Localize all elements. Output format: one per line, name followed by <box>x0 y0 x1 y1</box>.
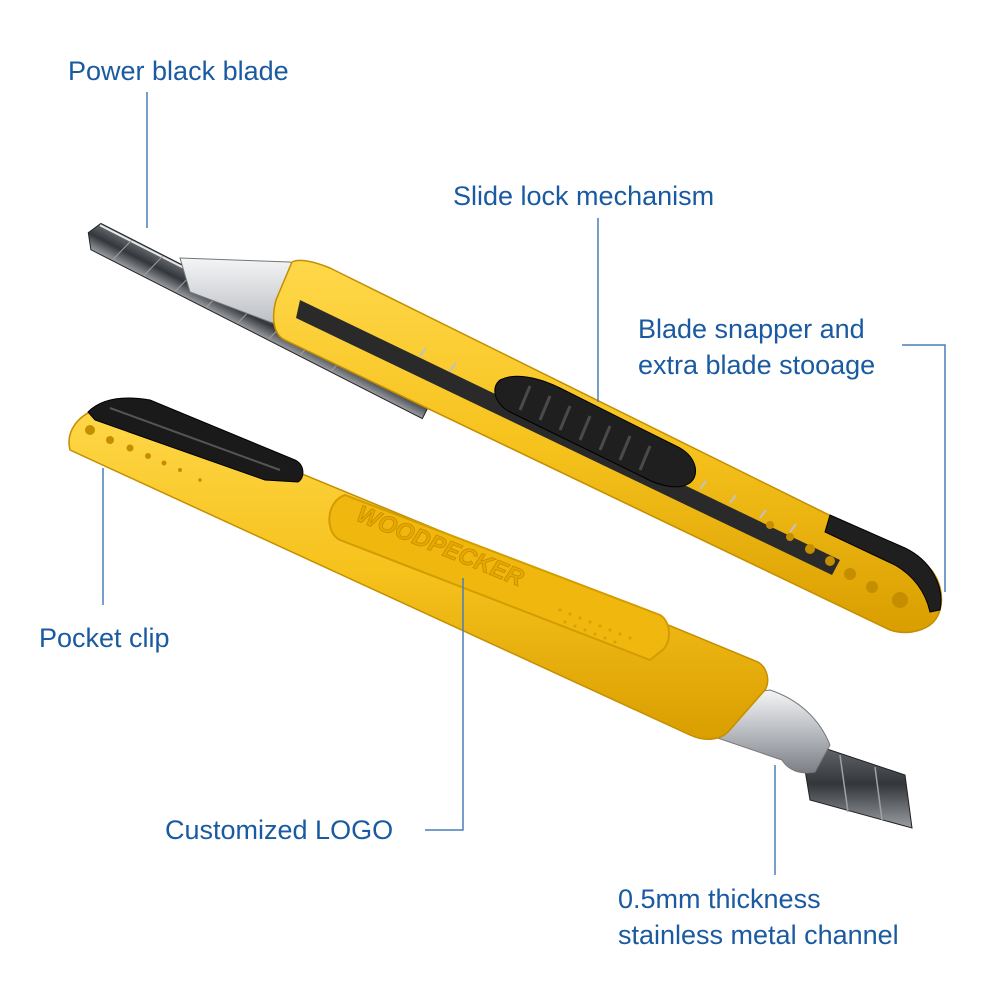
knife-closed: WOODPECKER <box>68 397 913 829</box>
label-pocket-clip: Pocket clip <box>39 623 170 653</box>
label-metal-channel-line2: stainless metal channel <box>618 920 899 950</box>
knife-open <box>87 222 943 634</box>
label-power-black-blade: Power black blade <box>68 56 289 86</box>
label-slide-lock-mechanism: Slide lock mechanism <box>453 181 715 211</box>
blade-snapper-cap <box>824 514 942 613</box>
label-metal-channel: 0.5mm thickness stainless metal channel <box>618 881 899 953</box>
label-blade-snapper: Blade snapper and extra blade stooage <box>638 311 875 383</box>
logo-panel <box>328 493 670 662</box>
label-blade-snapper-line1: Blade snapper and <box>638 314 865 344</box>
leader-lines <box>102 92 946 875</box>
closed-knife-blade <box>799 739 913 829</box>
label-customized-logo: Customized LOGO <box>165 815 394 845</box>
label-blade-snapper-line2: extra blade stooage <box>638 350 876 380</box>
label-metal-channel-line1: 0.5mm thickness <box>618 884 821 914</box>
